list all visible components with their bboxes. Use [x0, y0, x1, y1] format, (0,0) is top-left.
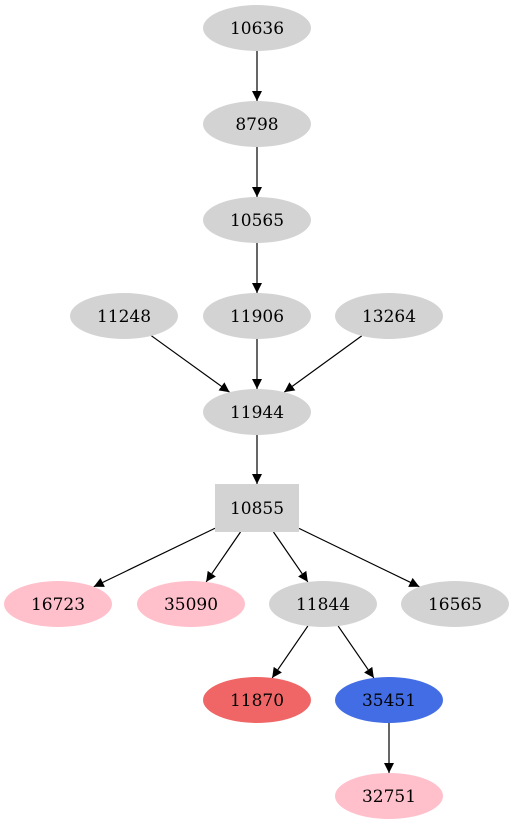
- graph-node-11844[interactable]: 11844: [269, 581, 377, 627]
- node-label: 11906: [230, 307, 284, 327]
- graph-node-11944[interactable]: 11944: [203, 389, 311, 435]
- node-label: 32751: [362, 787, 416, 807]
- node-label: 10855: [230, 499, 284, 519]
- node-shape: [215, 484, 299, 532]
- node-shape: [401, 581, 509, 627]
- graph-node-11870[interactable]: 11870: [203, 677, 311, 723]
- graph-node-10636[interactable]: 10636: [203, 5, 311, 51]
- node-shape: [203, 5, 311, 51]
- edge-11844-to-11870: [271, 625, 309, 679]
- graph-node-32751[interactable]: 32751: [335, 773, 443, 819]
- edge-10855-to-16723: [93, 527, 216, 588]
- edges-layer: [93, 51, 420, 773]
- node-shape: [203, 677, 311, 723]
- edge-11248-to-11944: [151, 335, 230, 393]
- node-label: 35090: [164, 595, 218, 615]
- node-shape: [203, 197, 311, 243]
- node-shape: [335, 293, 443, 339]
- node-shape: [203, 389, 311, 435]
- node-shape: [203, 101, 311, 147]
- graph-node-11248[interactable]: 11248: [70, 293, 178, 339]
- graph-node-35090[interactable]: 35090: [137, 581, 245, 627]
- nodes-layer: 10636 8798 10565 11248 11906 13264 11944 10855 1…: [4, 5, 509, 819]
- node-label: 8798: [235, 115, 278, 135]
- edge-11844-to-35451: [337, 625, 375, 679]
- graph-node-11906[interactable]: 11906: [203, 293, 311, 339]
- node-label: 13264: [362, 307, 416, 327]
- node-shape: [269, 581, 377, 627]
- node-shape: [203, 293, 311, 339]
- node-label: 10565: [230, 211, 284, 231]
- node-label: 11248: [97, 307, 151, 327]
- node-label: 16723: [31, 595, 85, 615]
- graph-node-35451[interactable]: 35451: [335, 677, 443, 723]
- node-shape: [4, 581, 112, 627]
- node-label: 11844: [296, 595, 350, 615]
- node-shape: [335, 677, 443, 723]
- edge-13264-to-11944: [283, 335, 363, 393]
- graph-node-10565[interactable]: 10565: [203, 197, 311, 243]
- graph-node-8798[interactable]: 8798: [203, 101, 311, 147]
- node-shape: [335, 773, 443, 819]
- graph-node-13264[interactable]: 13264: [335, 293, 443, 339]
- graph-node-10855[interactable]: 10855: [215, 484, 299, 532]
- node-label: 10636: [230, 19, 284, 39]
- node-label: 35451: [362, 691, 416, 711]
- node-label: 11870: [230, 691, 284, 711]
- node-shape: [137, 581, 245, 627]
- edge-10855-to-11844: [273, 531, 309, 583]
- node-label: 11944: [230, 403, 284, 423]
- edge-10855-to-35090: [205, 531, 241, 583]
- graph-node-16723[interactable]: 16723: [4, 581, 112, 627]
- node-shape: [70, 293, 178, 339]
- edge-10855-to-16565: [298, 527, 420, 588]
- node-label: 16565: [428, 595, 482, 615]
- graph-node-16565[interactable]: 16565: [401, 581, 509, 627]
